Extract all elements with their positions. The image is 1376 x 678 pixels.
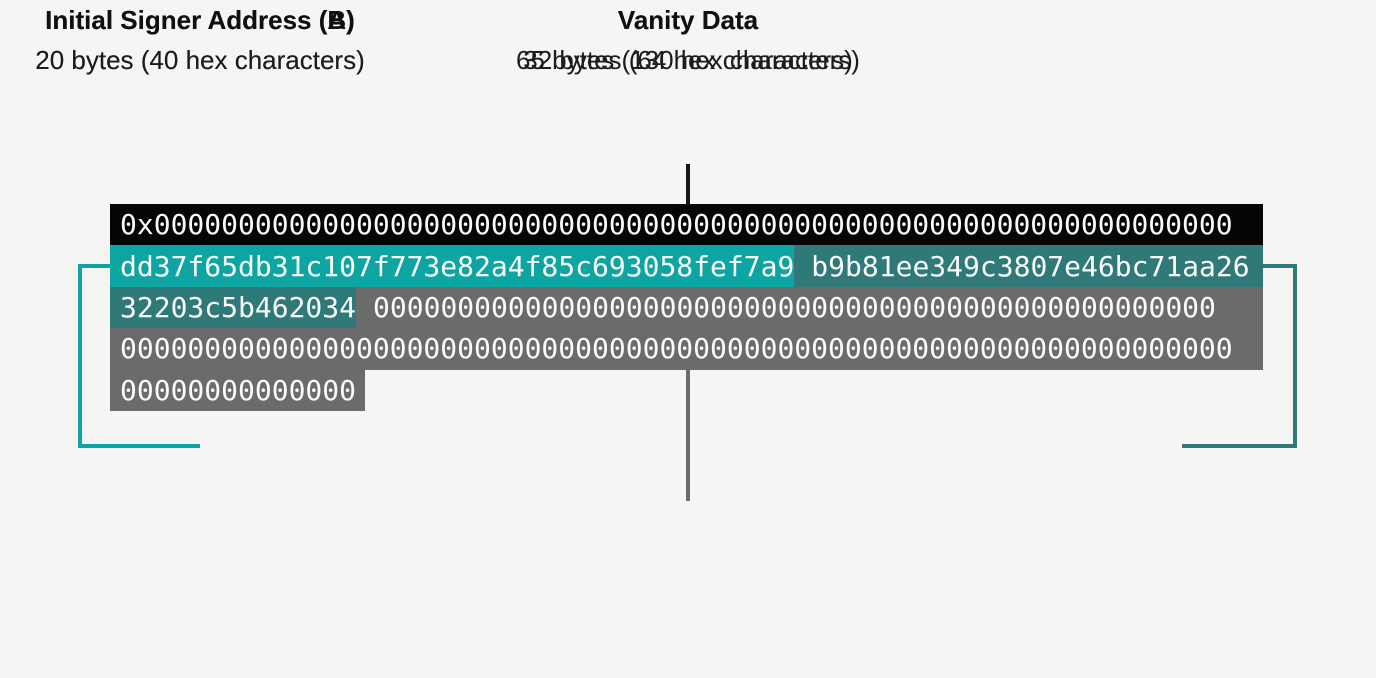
- hex-row-5: 00000000000000: [110, 369, 365, 411]
- top-vanity-title: Vanity Data: [617, 5, 759, 35]
- signer-b-segment-1: b9b81ee349c3807e46bc71aa26: [794, 245, 1263, 287]
- top-vanity-label: Vanity Data 32 bytes (64 hex characters): [0, 0, 1376, 80]
- zero-padding-segment-2: 0000000000000000000000000000000000000000…: [110, 328, 1263, 370]
- zero-word-segment: 0x00000000000000000000000000000000000000…: [110, 204, 1263, 246]
- bottom-vanity-title: Vanity Data: [617, 5, 759, 35]
- signer-b-title: Initial Signer Address (B): [45, 5, 355, 35]
- bracket-b-top-segment: [1263, 264, 1297, 268]
- bracket-b-bottom-segment: [1182, 444, 1297, 448]
- hex-row-1: 0x00000000000000000000000000000000000000…: [110, 204, 1263, 246]
- signer-b-subtitle: 20 bytes (40 hex characters): [35, 45, 365, 75]
- hex-row-2: dd37f65db31c107f773e82a4f85c693058fef7a9…: [110, 245, 1263, 287]
- zero-padding-segment-3: 00000000000000: [110, 369, 365, 411]
- hex-row-3: 32203c5b462034 0000000000000000000000000…: [110, 286, 1263, 329]
- signer-a-segment: dd37f65db31c107f773e82a4f85c693058fef7a9: [110, 245, 795, 287]
- bracket-a-top-segment: [78, 264, 110, 268]
- bracket-b-vertical-segment: [1293, 264, 1297, 448]
- zero-padding-segment-1: 0000000000000000000000000000000000000000…: [356, 286, 1263, 329]
- signer-a-title: Initial Signer Address (A): [45, 5, 355, 35]
- bracket-a-vertical-segment: [78, 264, 82, 448]
- bracket-a-bottom-segment: [78, 444, 200, 448]
- bottom-vanity-subtitle: 65 bytes (130 hex characters): [516, 45, 860, 75]
- top-connector-line: [686, 164, 690, 204]
- hex-row-4: 0000000000000000000000000000000000000000…: [110, 328, 1263, 370]
- bottom-connector-line: [686, 369, 690, 501]
- bottom-vanity-label: Vanity Data 65 bytes (130 hex characters…: [0, 0, 1376, 80]
- top-vanity-subtitle: 32 bytes (64 hex characters): [523, 45, 853, 75]
- signer-a-subtitle: 20 bytes (40 hex characters): [35, 45, 365, 75]
- signer-b-segment-2: 32203c5b462034: [110, 286, 357, 329]
- signer-a-label: Initial Signer Address (A) 20 bytes (40 …: [0, 0, 400, 80]
- signer-b-label: Initial Signer Address (B) 20 bytes (40 …: [0, 0, 400, 80]
- hex-dump: 0x00000000000000000000000000000000000000…: [110, 204, 1263, 411]
